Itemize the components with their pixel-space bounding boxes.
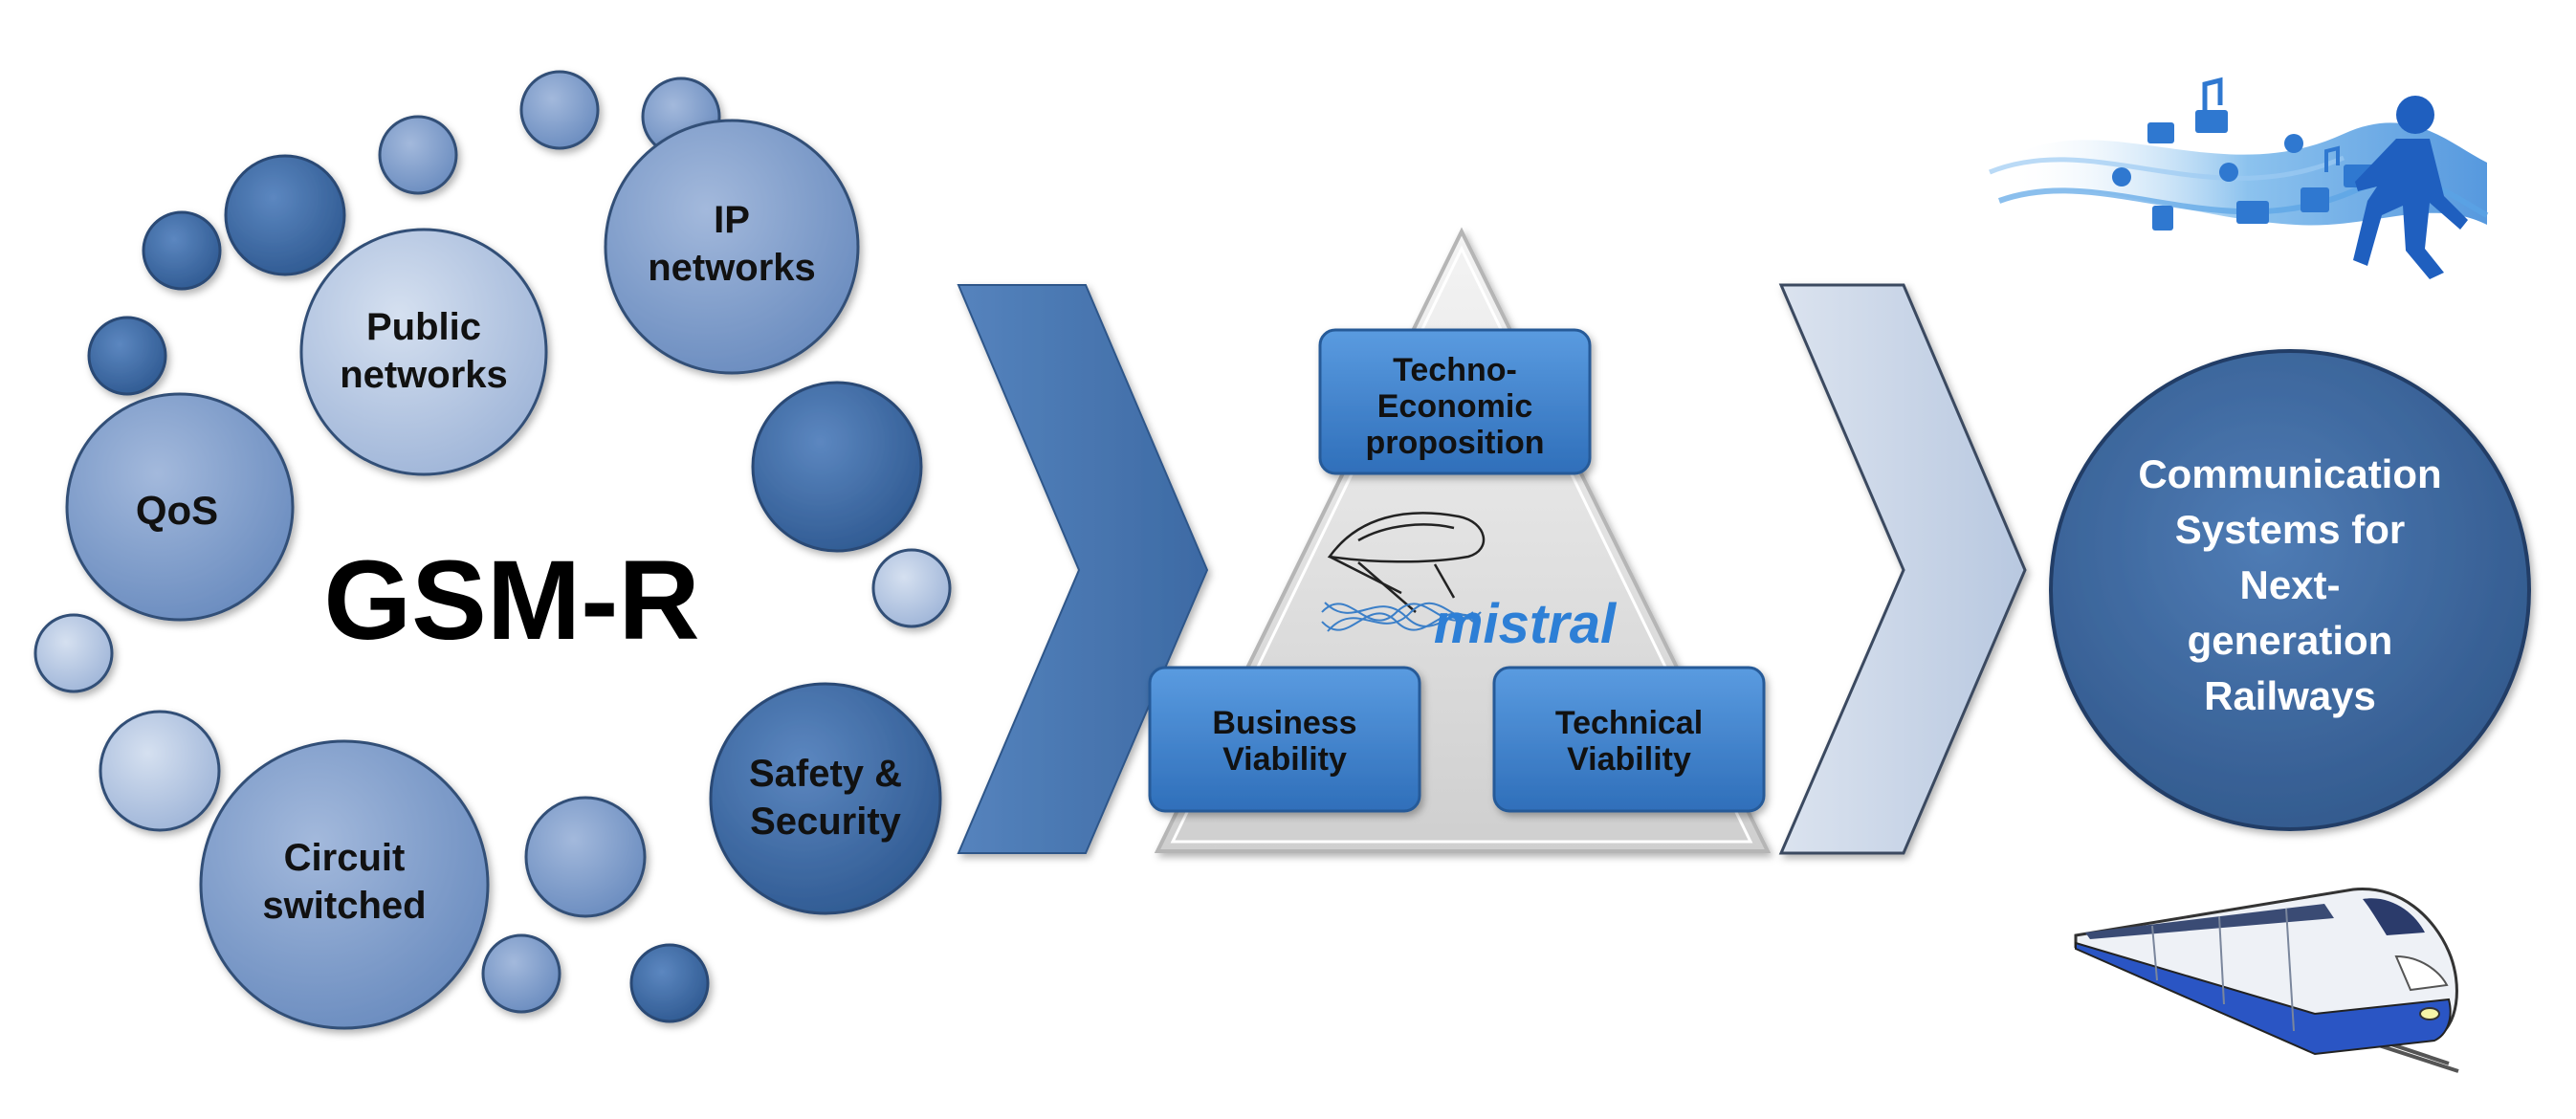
svg-text:networks: networks xyxy=(340,354,508,396)
svg-text:Techno-: Techno- xyxy=(1393,352,1517,388)
svg-text:Public: Public xyxy=(366,306,481,348)
mistral-logo: mistral xyxy=(1321,512,1618,655)
svg-text:Viability: Viability xyxy=(1222,741,1347,778)
bubble-circuit-switched: Circuit switched xyxy=(199,739,490,1030)
svg-text:networks: networks xyxy=(648,247,816,289)
technical-viability-line1: Technical xyxy=(1555,705,1703,741)
small-bubble xyxy=(33,613,114,693)
svg-text:Communication: Communication xyxy=(2138,451,2441,496)
svg-text:Railways: Railways xyxy=(2204,673,2376,718)
technical-viability-line2: Viability xyxy=(1567,741,1691,778)
box-techno-economic: Techno- Economic proposition xyxy=(1318,328,1592,475)
svg-text:IP: IP xyxy=(714,199,750,241)
safety-security-line2: Security xyxy=(750,801,902,843)
result-line2: Systems for xyxy=(2175,507,2405,552)
waves-icon xyxy=(1321,602,1482,632)
small-bubble xyxy=(524,796,647,918)
small-bubble xyxy=(871,548,952,628)
chevron-arrow-2 xyxy=(1778,283,2027,855)
box-technical-viability: Technical Viability xyxy=(1492,666,1766,813)
safety-security-line1: Safety & xyxy=(749,753,902,795)
gsm-r-cluster: Public networks IP networks QoS Safety & xyxy=(33,70,952,1030)
bubble-safety-security: Safety & Security xyxy=(709,682,942,915)
svg-text:Systems for: Systems for xyxy=(2175,507,2405,552)
walking-person-icon xyxy=(2353,96,2468,279)
ip-networks-line2: networks xyxy=(648,247,816,289)
result-line1: Communication xyxy=(2138,451,2441,496)
svg-text:Economic: Economic xyxy=(1377,388,1532,425)
box-business-viability: Business Viability xyxy=(1148,666,1421,813)
circuit-switched-line2: switched xyxy=(262,885,426,927)
svg-text:Business: Business xyxy=(1212,705,1356,741)
small-bubble xyxy=(224,154,346,276)
walking-person-digital-icon xyxy=(1989,77,2489,279)
bubble-qos: QoS xyxy=(65,392,295,622)
small-bubble xyxy=(378,115,458,195)
small-bubble xyxy=(519,70,600,150)
qos-label: QoS xyxy=(136,488,218,533)
techno-economic-line3: proposition xyxy=(1366,425,1545,461)
public-networks-line1: Public xyxy=(366,306,481,348)
business-viability-line1: Business xyxy=(1212,705,1356,741)
result-line3: Next- xyxy=(2239,562,2340,607)
svg-text:Circuit: Circuit xyxy=(284,837,406,879)
svg-text:proposition: proposition xyxy=(1366,425,1545,461)
small-bubble xyxy=(481,933,561,1014)
small-bubble xyxy=(751,381,923,553)
result-line5: Railways xyxy=(2204,673,2376,718)
small-bubble xyxy=(629,943,710,1023)
business-viability-line2: Viability xyxy=(1222,741,1347,778)
svg-text:Safety &: Safety & xyxy=(749,753,902,795)
svg-text:Viability: Viability xyxy=(1567,741,1691,778)
high-speed-train-icon xyxy=(2074,888,2459,1073)
small-bubble xyxy=(87,316,167,396)
techno-economic-line2: Economic xyxy=(1377,388,1532,425)
result-circle: Communication Systems for Next- generati… xyxy=(2049,349,2531,831)
public-networks-line2: networks xyxy=(340,354,508,396)
circuit-switched-line1: Circuit xyxy=(284,837,406,879)
bubble-ip-networks: IP networks xyxy=(604,119,860,375)
svg-text:generation: generation xyxy=(2188,618,2393,663)
chevron-arrow-1 xyxy=(957,284,1209,854)
svg-text:Security: Security xyxy=(750,801,902,843)
small-bubble xyxy=(99,710,221,832)
svg-text:Next-: Next- xyxy=(2239,562,2340,607)
digital-icons xyxy=(2112,77,2401,230)
bubble-public-networks: Public networks xyxy=(299,228,548,476)
small-bubble xyxy=(142,210,222,291)
mistral-logo-text: mistral xyxy=(1434,593,1618,655)
techno-economic-line1: Techno- xyxy=(1393,352,1517,388)
svg-text:Technical: Technical xyxy=(1555,705,1703,741)
gsm-r-title: GSM-R xyxy=(323,538,699,664)
mistral-pyramid: mistral Techno- Economic proposition Bus… xyxy=(1148,227,1772,853)
ip-networks-line1: IP xyxy=(714,199,750,241)
svg-text:switched: switched xyxy=(262,885,426,927)
train-sketch-icon xyxy=(1327,512,1486,613)
result-line4: generation xyxy=(2188,618,2393,663)
